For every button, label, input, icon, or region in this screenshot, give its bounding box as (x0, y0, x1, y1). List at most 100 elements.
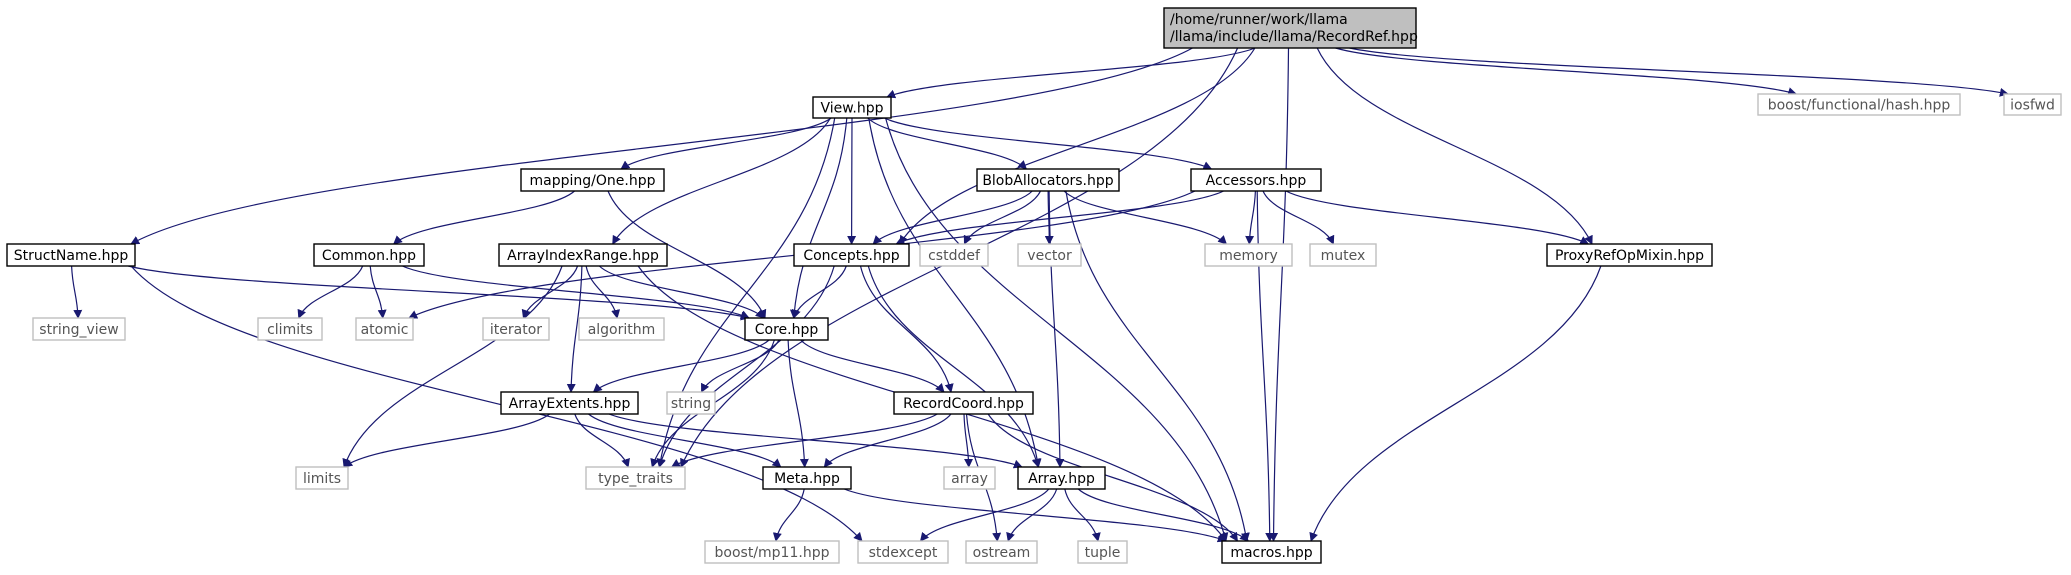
node-concepts-box (793, 243, 910, 267)
node-algorithm: algorithm (578, 317, 665, 341)
node-iosfwd-label: iosfwd (2010, 98, 2055, 114)
node-string: string (666, 391, 716, 415)
node-mappingone-box (520, 168, 665, 192)
node-algorithm-box (578, 317, 665, 341)
edge-view-to-core (789, 117, 848, 319)
node-array_std-box (943, 466, 996, 490)
node-accessors[interactable]: Accessors.hpp (1190, 168, 1322, 192)
node-array[interactable]: Array.hpp (1017, 466, 1106, 490)
node-recordref[interactable]: /home/runner/work/llama/llama/include/ll… (1163, 7, 1418, 49)
node-macros[interactable]: macros.hpp (1221, 540, 1322, 564)
node-structname[interactable]: StructName.hpp (6, 243, 136, 267)
edge-core-to-arrayextents (592, 339, 770, 393)
node-arrayindexrange[interactable]: ArrayIndexRange.hpp (498, 243, 668, 267)
edge-mappingone-to-common (393, 190, 575, 245)
node-core[interactable]: Core.hpp (744, 317, 829, 341)
node-limits: limits (295, 466, 349, 490)
edges (71, 47, 2009, 543)
node-iterator: iterator (482, 317, 550, 341)
node-mutex: mutex (1309, 243, 1377, 267)
node-hash: boost/functional/hash.hpp (1757, 93, 1961, 116)
node-recordcoord-box (893, 391, 1034, 415)
node-array_std: array (943, 466, 996, 490)
edge-arrayextents-to-type_traits (574, 413, 630, 468)
node-meta-label: Meta.hpp (774, 471, 840, 487)
node-proxyref[interactable]: ProxyRefOpMixin.hpp (1546, 243, 1713, 267)
node-common-label: Common.hpp (322, 248, 416, 264)
node-array_std-label: array (951, 471, 988, 487)
node-mutex-label: mutex (1321, 248, 1366, 264)
node-stdexcept-label: stdexcept (869, 545, 938, 561)
node-iterator-box (482, 317, 550, 341)
node-memory: memory (1204, 243, 1293, 267)
edge-meta-to-mp11 (772, 488, 805, 542)
edge-arrayindexrange-to-iterator (521, 265, 579, 319)
node-memory-label: memory (1219, 248, 1278, 264)
node-concepts[interactable]: Concepts.hpp (793, 243, 910, 267)
node-iosfwd-box (2003, 93, 2062, 116)
node-common[interactable]: Common.hpp (313, 243, 425, 267)
node-algorithm-label: algorithm (588, 322, 656, 338)
node-bloballoc-box (976, 168, 1120, 192)
node-view-label: View.hpp (820, 101, 883, 117)
node-recordref-box (1163, 7, 1417, 49)
node-ostream-label: ostream (973, 545, 1031, 561)
node-accessors-box (1190, 168, 1322, 192)
node-vector-box (1017, 243, 1082, 267)
node-meta-box (762, 466, 852, 490)
node-mappingone[interactable]: mapping/One.hpp (520, 168, 665, 192)
node-arrayextents[interactable]: ArrayExtents.hpp (500, 391, 639, 415)
edge-recordref-to-iosfwd (1349, 47, 2009, 97)
edge-common-to-climits (297, 265, 364, 319)
edge-accessors-to-proxyref (1285, 190, 1590, 245)
edge-common-to-atomic (369, 265, 387, 319)
node-vector: vector (1017, 243, 1082, 267)
node-string-label: string (671, 396, 711, 412)
edge-recordref-to-view (886, 47, 1256, 99)
node-recordref-label: /home/runner/work/llama/llama/include/ll… (1170, 12, 1418, 45)
edge-bloballoc-to-macros (1065, 190, 1250, 542)
edge-bloballoc-to-vector (1044, 190, 1054, 245)
node-atomic-box (355, 317, 414, 341)
edge-array-to-stdexcept (919, 488, 1050, 542)
node-cstddef-label: cstddef (928, 248, 981, 264)
node-tuple-label: tuple (1085, 545, 1121, 561)
edge-accessors-to-concepts (895, 190, 1224, 245)
node-core-box (744, 317, 829, 341)
node-recordcoord[interactable]: RecordCoord.hpp (893, 391, 1034, 415)
node-bloballoc[interactable]: BlobAllocators.hpp (976, 168, 1120, 192)
node-mappingone-label: mapping/One.hpp (530, 173, 656, 189)
node-climits-box (257, 317, 323, 341)
edge-recordref-to-macros (1269, 47, 1290, 542)
edge-core-to-recordcoord (800, 339, 945, 393)
node-ostream-box (965, 540, 1038, 564)
node-bloballoc-label: BlobAllocators.hpp (982, 173, 1113, 189)
node-arrayextents-box (500, 391, 639, 415)
node-mutex-box (1309, 243, 1377, 267)
node-type_traits-box (585, 466, 686, 490)
node-proxyref-box (1546, 243, 1713, 267)
edge-recordref-to-hash (1335, 47, 1798, 96)
node-hash-label: boost/functional/hash.hpp (1768, 98, 1951, 114)
node-mp11-box (704, 540, 840, 564)
edge-concepts-to-recordcoord (859, 265, 954, 393)
node-tuple-box (1077, 540, 1128, 564)
edge-arrayindexrange-to-arrayextents (566, 265, 583, 393)
edge-proxyref-to-macros (1309, 265, 1602, 542)
edge-bloballoc-to-memory (1063, 190, 1228, 245)
node-tuple: tuple (1077, 540, 1128, 564)
node-iosfwd: iosfwd (2003, 93, 2062, 116)
node-hash-box (1757, 93, 1961, 116)
edge-view-to-accessors (884, 117, 1213, 170)
node-macros-box (1221, 540, 1322, 564)
edge-bloballoc-to-cstddef (963, 190, 1042, 245)
node-mp11: boost/mp11.hpp (704, 540, 840, 564)
node-arrayindexrange-box (498, 243, 668, 267)
node-type_traits-label: type_traits (598, 471, 673, 487)
edge-mappingone-to-core (607, 190, 767, 319)
edge-common-to-core (402, 265, 750, 319)
node-recordcoord-label: RecordCoord.hpp (903, 396, 1024, 412)
node-meta[interactable]: Meta.hpp (762, 466, 852, 490)
node-view[interactable]: View.hpp (812, 96, 892, 119)
edge-structname-to-stdexcept (130, 265, 863, 542)
